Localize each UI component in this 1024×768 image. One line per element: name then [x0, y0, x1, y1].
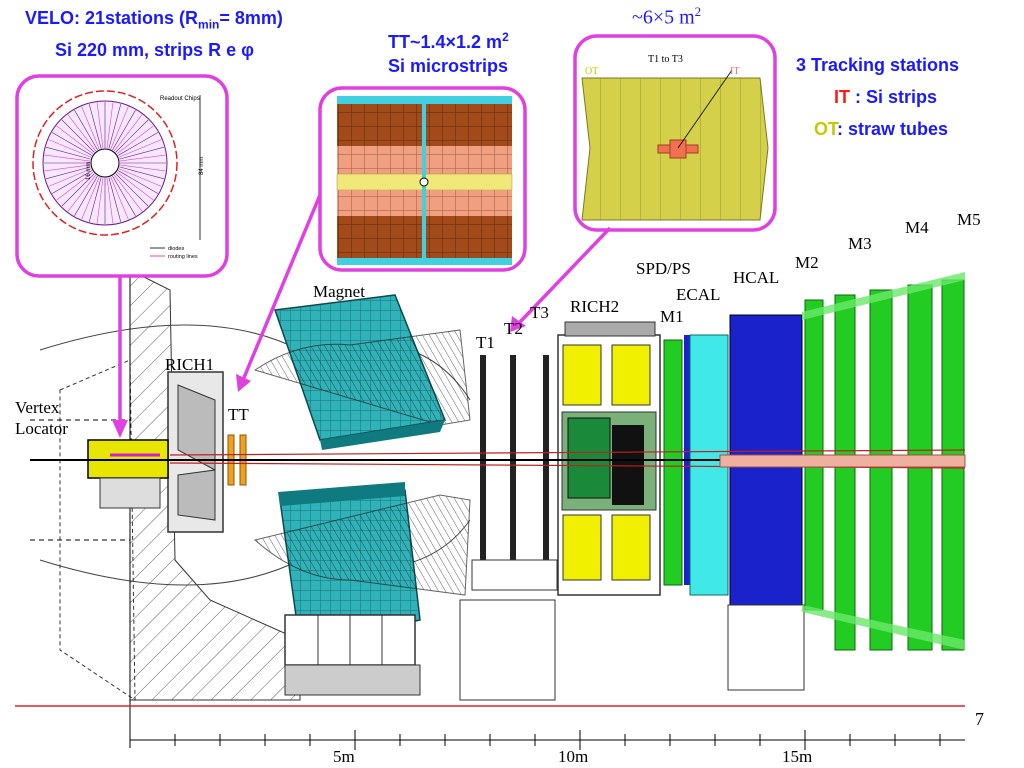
- velo-strip: [115, 173, 149, 207]
- scale-10m: 10m: [558, 747, 588, 766]
- velo-strip: [52, 170, 93, 194]
- velo-strip: [48, 139, 92, 158]
- tt-title: TT~1.4×1.2 m2: [388, 30, 509, 52]
- label-locator: Locator: [15, 419, 68, 438]
- velo-readout-label: Readout Chips: [160, 96, 200, 102]
- scale-ruler: [129, 730, 965, 750]
- velo-strip: [96, 102, 104, 149]
- velo-strip: [48, 168, 92, 187]
- label-hcal: HCAL: [733, 268, 779, 287]
- velo-strip: [119, 146, 164, 160]
- velo-height-label: 84 mm: [199, 157, 205, 175]
- label-t3: T3: [530, 303, 549, 322]
- tracking-ot-line: OT: straw tubes: [814, 119, 949, 139]
- velo-strip: [112, 175, 136, 216]
- tt-inset: [318, 86, 527, 272]
- velo-inset: Readout Chips 84 mm 16 mm diodes routing…: [15, 74, 229, 278]
- velo-strip: [110, 176, 129, 220]
- label-tt: TT: [228, 405, 249, 424]
- m4-station: [869, 289, 893, 651]
- velo-strip: [46, 166, 91, 180]
- velo-strip: [115, 119, 149, 153]
- label-rich1: RICH1: [165, 355, 214, 374]
- m1-station: [663, 339, 683, 586]
- velo-radius-label: 16 mm: [86, 162, 92, 180]
- velo-strip: [61, 173, 95, 207]
- velo-strip: [56, 125, 94, 155]
- scale-5m: 5m: [333, 747, 355, 766]
- velo-strip: [117, 170, 158, 194]
- tt-subtitle: Si microstrips: [388, 56, 509, 76]
- label-m3: M3: [848, 234, 872, 253]
- velo-strip: [108, 177, 122, 222]
- label-rich2: RICH2: [570, 297, 619, 316]
- velo-strip: [88, 104, 102, 149]
- velo-strip: [118, 168, 162, 187]
- label-t2: T2: [504, 319, 523, 338]
- magnet-upper: [253, 294, 471, 450]
- m3-station: [834, 294, 856, 651]
- scale-15m: 15m: [782, 747, 812, 766]
- velo-sensor-disc: [32, 90, 178, 236]
- label-spd-ps: SPD/PS: [636, 259, 691, 278]
- t-area-label: ~6×5 m2: [632, 4, 702, 29]
- velo-legend-diodes: diodes: [168, 246, 184, 252]
- label-m1: M1: [660, 307, 684, 326]
- velo-strip: [116, 171, 154, 201]
- t-inset-title: T1 to T3: [648, 54, 683, 65]
- shielding-wall: [129, 269, 301, 701]
- t-stations-inset: T1 to T3 OT IT: [573, 34, 777, 232]
- t-inset-ot-label: OT: [585, 66, 598, 77]
- velo-strip: [52, 132, 93, 156]
- velo-strip: [117, 132, 158, 156]
- velo-strip: [74, 175, 98, 216]
- label-m2: M2: [795, 253, 819, 272]
- velo-strip: [108, 104, 122, 149]
- velo-strip: [119, 164, 166, 172]
- velo-strip: [119, 166, 164, 180]
- magnet-lower: [253, 482, 471, 646]
- velo-strip: [106, 177, 114, 224]
- label-m4: M4: [905, 218, 929, 237]
- velo-strip: [119, 154, 166, 162]
- velo-strip: [74, 110, 98, 151]
- velo-strip: [110, 106, 129, 150]
- detector-side-view: [15, 269, 966, 750]
- label-ecal: ECAL: [676, 285, 720, 304]
- velo-strip: [61, 119, 95, 153]
- label-t1: T1: [476, 333, 495, 352]
- velo-strip: [44, 164, 91, 172]
- vertex-envelope: [59, 359, 136, 701]
- velo-strip: [81, 176, 100, 220]
- tracking-title: 3 Tracking stations: [796, 55, 960, 75]
- velo-strip: [56, 171, 94, 201]
- velo-strip: [46, 146, 91, 160]
- velo-strip: [116, 125, 154, 155]
- velo-strip: [106, 102, 114, 149]
- label-vertex: Vertex: [15, 398, 60, 417]
- label-magnet: Magnet: [313, 282, 365, 301]
- t2-station: [510, 355, 516, 560]
- rich2: [557, 321, 661, 596]
- label-m5: M5: [957, 210, 981, 229]
- t-inset-it-label: IT: [730, 66, 739, 77]
- page-number: 7: [975, 709, 984, 729]
- velo-title: VELO: 21stations (Rmin= 8mm): [25, 8, 283, 32]
- velo-legend-routing: routing lines: [168, 254, 198, 260]
- velo-strip: [67, 114, 97, 152]
- velo-strip: [112, 110, 136, 151]
- velo-strip: [81, 106, 100, 150]
- velo-strip: [88, 177, 102, 222]
- velo-strip: [44, 154, 91, 162]
- velo-strip: [67, 174, 97, 212]
- t1-station: [480, 355, 486, 560]
- velo-strip: [118, 139, 162, 158]
- velo-strip: [96, 177, 104, 224]
- velo-subtitle: Si 220 mm, strips R e φ: [55, 40, 254, 60]
- t3-station: [543, 355, 549, 560]
- tracking-it-line: IT : Si strips: [834, 87, 938, 107]
- velo-strip: [113, 114, 143, 152]
- velo-strip: [113, 174, 143, 212]
